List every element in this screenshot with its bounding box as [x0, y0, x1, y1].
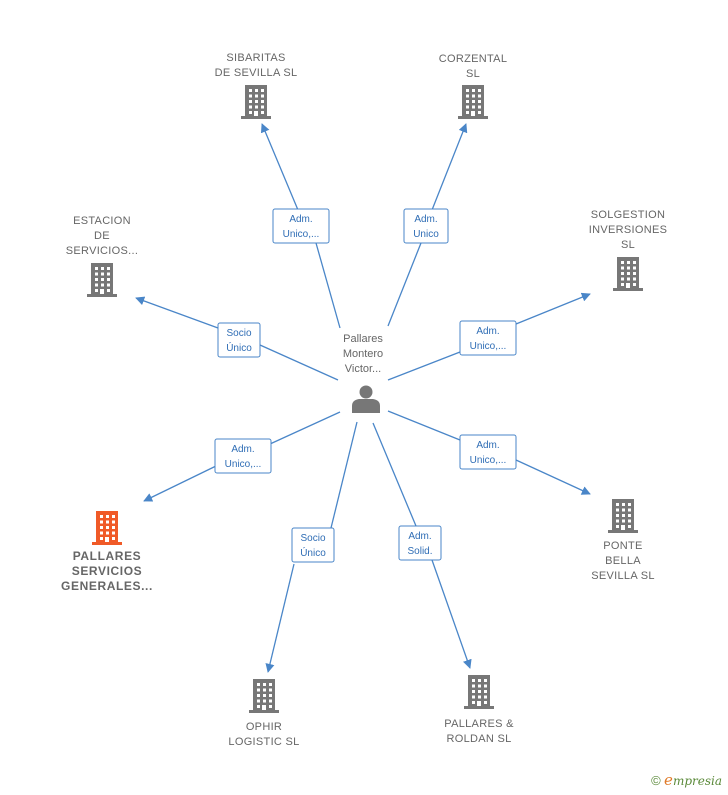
edge-arrow-estacion [135, 296, 219, 329]
company-label-line-1: ROLDAN SL [446, 733, 511, 745]
edge-arrow-sibaritas [260, 123, 299, 211]
building-icon [92, 511, 122, 545]
edge-label-line-0: Adm. [476, 440, 499, 451]
edge-label-line-1: Unico,... [470, 455, 507, 466]
edge-pallares-roldan [372, 422, 472, 669]
edge-ophir [265, 421, 358, 673]
edges-layer: Adm.Unico,...Adm.UnicoAdm.Unico,...Adm.U… [135, 123, 591, 673]
company-node-ophir[interactable]: OPHIR LOGISTIC SL [228, 679, 299, 748]
edge-label-line-0: Adm. [414, 214, 437, 225]
company-node-estacion[interactable]: ESTACION DE SERVICIOS... [66, 215, 138, 297]
company-label-line-2: SEVILLA SL [591, 570, 655, 582]
edge-label-line-1: Unico [413, 229, 439, 240]
edge-label-corzental[interactable]: Adm. Unico [403, 208, 449, 244]
brand-name: mpresia [672, 774, 722, 788]
company-label-line-0: CORZENTAL [439, 53, 508, 65]
edge-label-ponte-bella[interactable]: Adm. Unico,... [459, 434, 517, 470]
edge-arrow-solgestion [515, 292, 591, 325]
edge-arrow-ophir [265, 563, 295, 673]
building-icon [87, 263, 117, 297]
edge-label-sibaritas[interactable]: Adm. Unico,... [272, 208, 330, 244]
edge-label-line-1: Solid. [407, 546, 432, 557]
edge-line-inner-ophir [330, 421, 358, 529]
edge-label-line-0: Adm. [289, 214, 312, 225]
company-label-line-0: SOLGESTION [591, 209, 666, 221]
edge-label-line-0: Adm. [231, 444, 254, 455]
company-label-line-2: GENERALES... [61, 579, 153, 593]
edge-line-inner-ponte-bella [387, 410, 461, 441]
company-label-line-2: SL [621, 239, 635, 251]
company-label-line-0: PONTE [603, 540, 642, 552]
company-label-line-1: DE [94, 230, 110, 242]
company-node-sibaritas[interactable]: SIBARITAS DE SEVILLA SL [215, 52, 298, 119]
footer-brand: © empresia [651, 771, 722, 789]
edge-line-inner-estacion [259, 344, 339, 381]
company-node-solgestion[interactable]: SOLGESTION INVERSIONES SL [589, 209, 668, 291]
building-icon [464, 675, 494, 709]
edge-arrow-pallares-servicios [143, 465, 217, 502]
center-label-line-2: Victor... [345, 363, 381, 375]
center-label-line-0: Pallares [343, 333, 383, 345]
company-node-pallares-servicios[interactable]: PALLARESSERVICIOSGENERALES... [61, 511, 153, 593]
edge-arrow-ponte-bella [515, 459, 591, 495]
edge-estacion [135, 296, 339, 381]
company-label-line-0: OPHIR [246, 721, 282, 733]
company-label-line-1: SERVICIOS [72, 564, 143, 578]
edge-sibaritas [260, 123, 341, 329]
edge-ponte-bella [387, 410, 591, 495]
copyright-icon: © [651, 773, 661, 788]
edge-label-line-1: Único [226, 341, 252, 354]
center-person-node[interactable]: Pallares Montero Victor... [343, 333, 384, 413]
center-label-line-1: Montero [343, 348, 383, 360]
company-label-line-1: LOGISTIC SL [228, 736, 299, 748]
building-icon [249, 679, 279, 713]
edge-line-inner-corzental [387, 242, 422, 327]
edge-label-line-0: Adm. [476, 326, 499, 337]
company-label-line-0: PALLARES [73, 549, 142, 563]
building-icon [458, 85, 488, 119]
edge-corzental [387, 123, 468, 327]
building-icon [613, 257, 643, 291]
edge-label-line-1: Unico,... [225, 459, 262, 470]
building-icon [241, 85, 271, 119]
edge-label-line-1: Unico,... [470, 341, 507, 352]
edge-label-solgestion[interactable]: Adm. Unico,... [459, 320, 517, 356]
person-icon [352, 385, 380, 413]
building-icon [608, 499, 638, 533]
edge-label-pallares-servicios[interactable]: Adm. Unico,... [214, 438, 272, 474]
company-label-line-2: SERVICIOS... [66, 245, 138, 257]
edge-arrow-pallares-roldan [431, 559, 472, 669]
company-label-line-1: BELLA [605, 555, 641, 567]
edge-pallares-servicios [143, 411, 341, 502]
edge-arrow-corzental [431, 123, 468, 211]
edge-line-inner-pallares-roldan [372, 422, 417, 527]
edge-label-line-1: Unico,... [283, 229, 320, 240]
company-label-line-1: INVERSIONES [589, 224, 668, 236]
edge-label-line-1: Único [300, 546, 326, 559]
edge-line-inner-pallares-servicios [269, 411, 341, 445]
edge-line-inner-sibaritas [315, 242, 341, 329]
edge-label-line-0: Socio [300, 533, 325, 544]
company-label-line-0: ESTACION [73, 215, 131, 227]
company-label-line-0: SIBARITAS [226, 52, 285, 64]
company-label-line-1: DE SEVILLA SL [215, 67, 298, 79]
edge-label-line-0: Socio [226, 328, 251, 339]
company-label-line-0: PALLARES & [444, 718, 514, 730]
company-node-corzental[interactable]: CORZENTAL SL [439, 53, 508, 119]
edge-label-line-0: Adm. [408, 531, 431, 542]
edge-line-inner-solgestion [387, 351, 461, 381]
edge-solgestion [387, 292, 591, 381]
edge-label-pallares-roldan[interactable]: Adm. Solid. [398, 525, 442, 561]
company-node-ponte-bella[interactable]: PONTE BELLA SEVILLA SL [591, 499, 655, 582]
brand-initial: e [664, 771, 673, 789]
company-label-line-1: SL [466, 68, 480, 80]
company-node-pallares-roldan[interactable]: PALLARES & ROLDAN SL [444, 675, 514, 745]
